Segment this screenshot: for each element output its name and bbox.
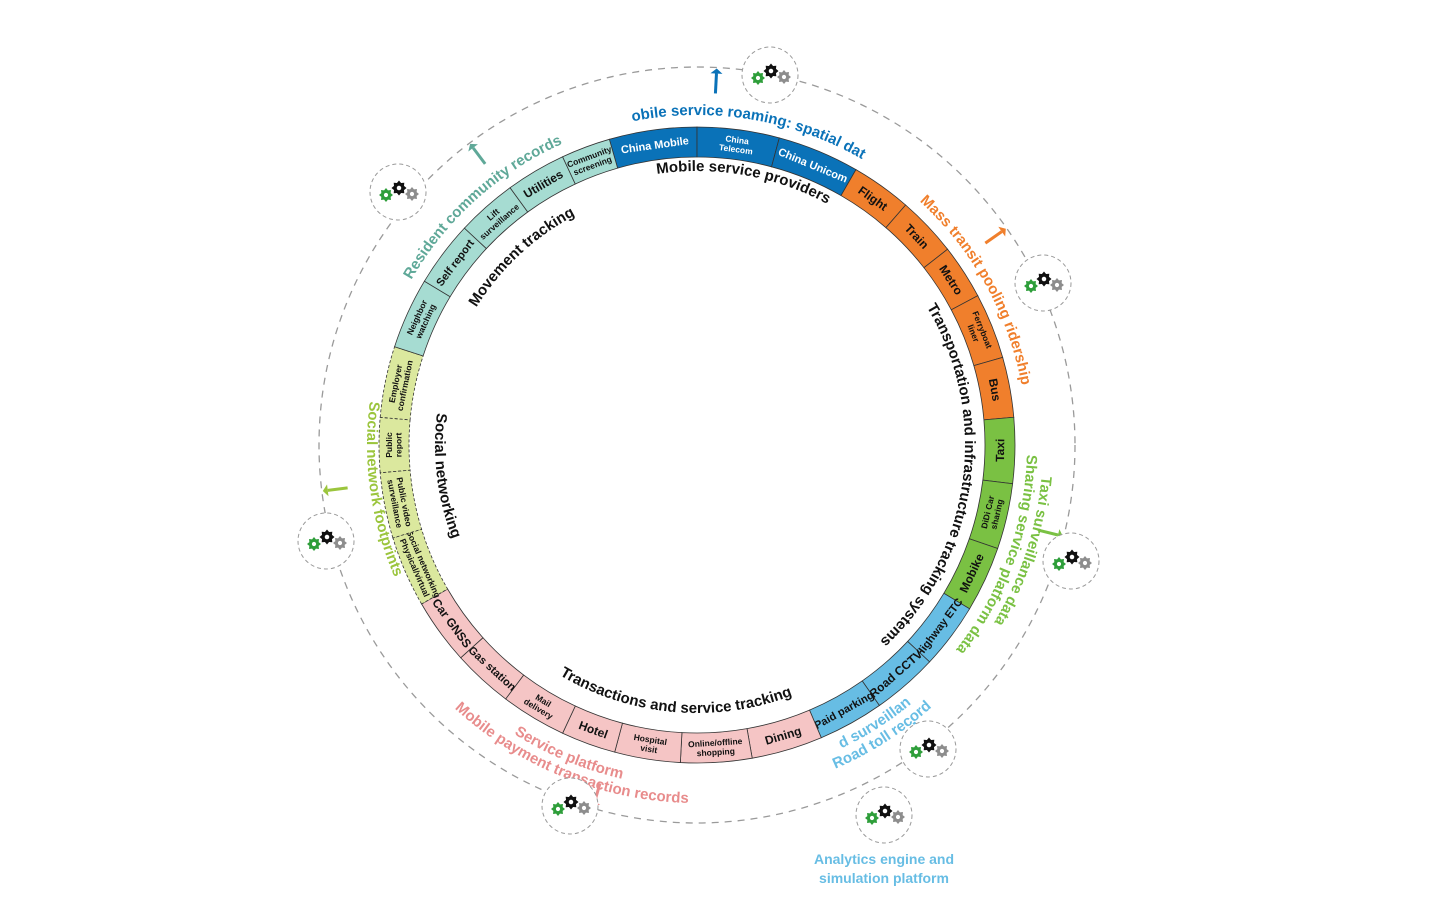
output-arrow-icon (468, 143, 487, 165)
ring-segment: Maildelivery (505, 674, 576, 734)
ring-segment: Metro (923, 248, 979, 311)
ring-segment: Public videosurveillance (379, 469, 423, 539)
ring-segment: Publicreport (378, 416, 411, 474)
output-arrow-icon (710, 68, 723, 94)
ring-segment-label: Taxi (993, 439, 1007, 462)
ring-segment: DiDi Carsharing (968, 479, 1014, 550)
gears-icon (855, 786, 913, 844)
ring-segment-shape (562, 138, 619, 185)
gears-icon (1042, 532, 1100, 590)
ring-segment: Dining (746, 709, 822, 759)
ring-segment: Train (885, 204, 949, 269)
ring-segment-label: Bus (986, 377, 1004, 402)
output-arrow-icon (984, 226, 1006, 245)
ring-segment-label: Hospitalvisit (632, 732, 668, 757)
gears-icon (899, 720, 957, 778)
analytics-label-line-2: simulation platform (819, 870, 949, 886)
ring-segment: ChinaTelecom (696, 126, 780, 168)
category-label: Transactions and service tracking (557, 664, 793, 717)
category-label: Social networking (431, 412, 465, 540)
gears-icon (1014, 254, 1072, 312)
ring-segment: Taxi (982, 416, 1016, 485)
ring-segment: Hospitalvisit (614, 722, 683, 763)
ring-segment: Employerconfirmation (379, 346, 424, 421)
gears-icon (741, 46, 799, 104)
ring-segment-label: ChinaTelecom (718, 133, 755, 157)
ring-segment-label: Online/offlineshopping (688, 736, 744, 759)
ring-segment: China Mobile (608, 126, 698, 169)
ring-segment-label: Publicreport (384, 432, 404, 458)
ring-segment: Online/offlineshopping (679, 728, 753, 764)
outer-source-label: Resident community records (400, 132, 564, 282)
ring-segment: Hotel (562, 705, 623, 753)
output-arrow-icon (322, 484, 348, 497)
ring-segment: Flight (840, 169, 907, 229)
outer-dashed-orbit (318, 66, 1076, 824)
ring-segment: Bus (973, 356, 1015, 421)
gears-icon (369, 163, 427, 221)
gears-icon (541, 777, 599, 835)
gears-icon (297, 512, 355, 570)
ring-segment: Neighborwatching (394, 280, 451, 357)
analytics-nodes (297, 46, 1100, 844)
analytics-label-line-1: Analytics engine and (814, 851, 954, 867)
